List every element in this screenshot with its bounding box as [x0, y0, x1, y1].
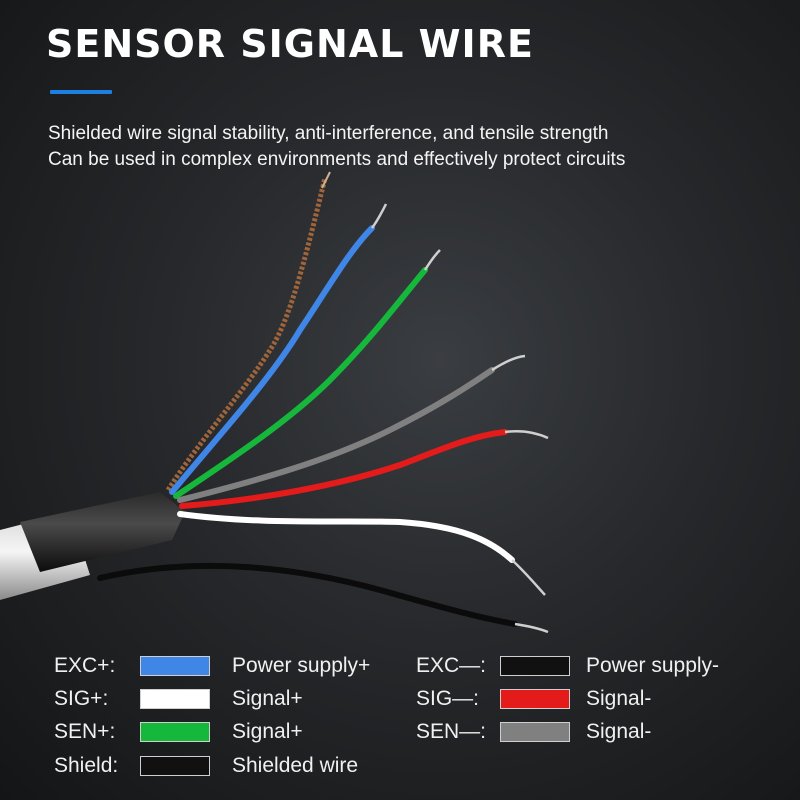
legend-item-exc-minus: EXC—: Power supply-	[416, 653, 719, 679]
gray-wire	[177, 367, 495, 503]
legend-code: SEN—:	[416, 720, 487, 743]
cable-illustration	[0, 171, 549, 634]
legend-code: EXC+:	[54, 654, 116, 677]
legend-item-sig-plus: SIG+: Signal+	[54, 686, 303, 712]
black-swatch	[140, 756, 210, 776]
legend-code: SEN+:	[54, 720, 116, 743]
legend-code: SIG—:	[416, 687, 480, 710]
black-swatch	[500, 656, 570, 676]
legend-meaning: Signal+	[232, 687, 303, 710]
legend-item-sig-minus: SIG—: Signal-	[416, 686, 651, 712]
legend-meaning: Power supply-	[586, 654, 720, 677]
legend-meaning: Shielded wire	[232, 754, 359, 777]
legend-item-sen-minus: SEN—: Signal-	[416, 719, 651, 745]
green-swatch	[140, 722, 210, 742]
title-accent-bar	[50, 90, 112, 94]
black-wire	[97, 562, 518, 627]
legend-meaning: Signal+	[232, 720, 303, 743]
page-title: SENSOR SIGNAL WIRE	[46, 22, 534, 66]
legend-item-sen-plus: SEN+: Signal+	[54, 719, 303, 745]
red-wire	[179, 429, 508, 509]
white-wire	[177, 511, 515, 563]
wire-color-legend: EXC+: Power supply+ SIG+: Signal+ SEN+: …	[0, 650, 800, 800]
description-line-1: Shielded wire signal stability, anti-int…	[48, 123, 609, 144]
shield-wire	[165, 177, 328, 492]
legend-meaning: Signal-	[586, 687, 652, 710]
red-swatch	[500, 689, 570, 709]
gray-swatch	[500, 722, 570, 742]
legend-code: Shield:	[54, 754, 119, 777]
legend-meaning: Power supply+	[232, 654, 371, 677]
legend-code: SIG+:	[54, 687, 109, 710]
legend-meaning: Signal-	[586, 720, 652, 743]
legend-code: EXC—:	[416, 654, 487, 677]
legend-item-shield: Shield: Shielded wire	[54, 753, 358, 779]
description-line-2: Can be used in complex environments and …	[48, 149, 626, 170]
blue-wire	[169, 225, 375, 495]
green-wire	[173, 267, 428, 499]
heat-shrink-sleeve	[20, 492, 185, 572]
legend-item-exc-plus: EXC+: Power supply+	[54, 653, 370, 679]
blue-swatch	[140, 656, 210, 676]
description: Shielded wire signal stability, anti-int…	[48, 121, 625, 173]
white-swatch	[140, 689, 210, 709]
